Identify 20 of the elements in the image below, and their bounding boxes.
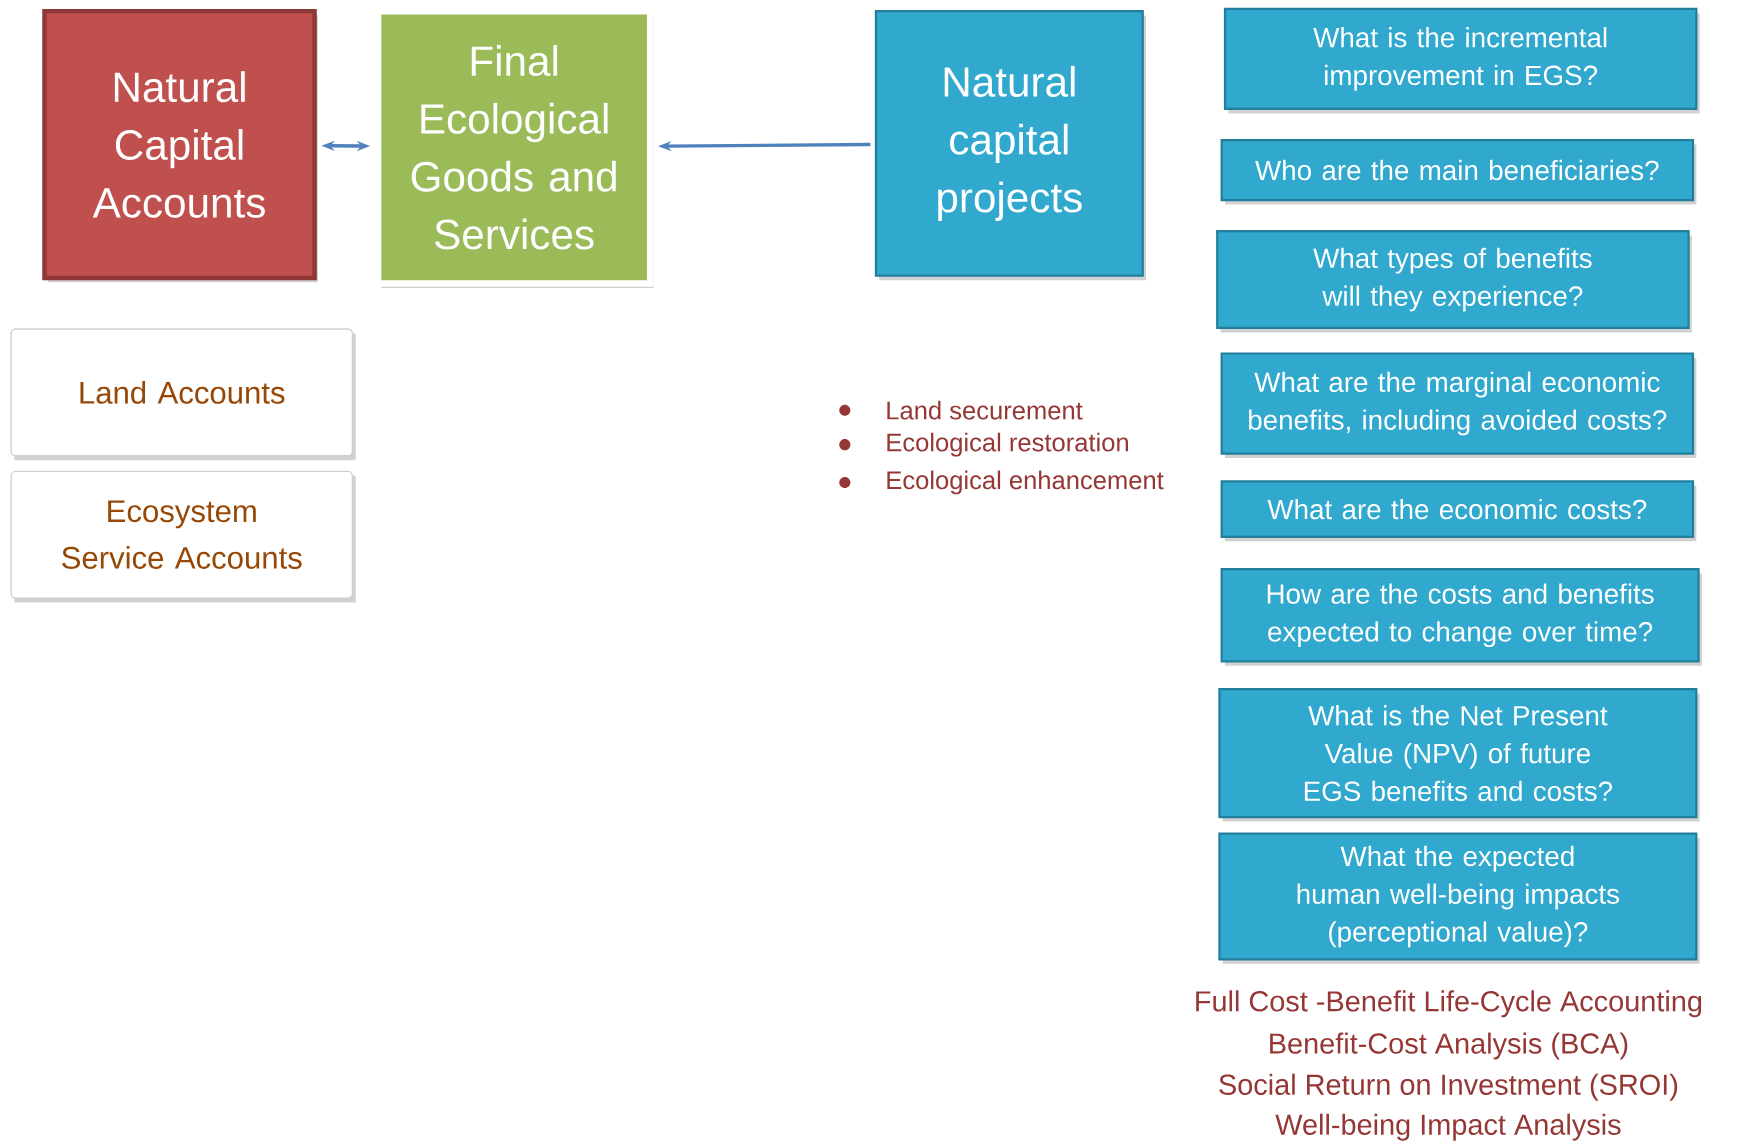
process-box: Natural Capital Accounts	[42, 8, 318, 283]
method-label: Social Return on Investment (SROI)	[1219, 1073, 1678, 1101]
method-label: Full Cost -Benefit Life-Cycle Accounting	[1196, 990, 1702, 1018]
bullet-item: Land securement	[839, 400, 1083, 420]
question-box: How are the costs and benefits expected to change over time?	[1220, 568, 1702, 666]
bullet-item: Ecological enhancement	[839, 470, 1164, 495]
method-label: Benefit-Cost Analysis (BCA)	[1270, 1032, 1628, 1060]
question-box: What the expected human well-being impacts (perceptional value)?	[1218, 832, 1700, 964]
question-box: What is the incremental improvement in EGS?	[1223, 7, 1700, 114]
process-box: Natural capital projects	[874, 10, 1147, 281]
account-box: Ecosystem Service Accounts	[10, 470, 356, 603]
bullet-item: Ecological restoration	[839, 432, 1128, 457]
process-box: Final Ecological Goods and Services	[374, 7, 654, 288]
method-label: Well-being Impact Analysis	[1275, 1113, 1621, 1141]
question-box: What is the Net Present Value (NPV) of future EGS benefits and costs?	[1218, 688, 1700, 822]
account-box: Land Accounts	[10, 328, 356, 461]
question-box: What are the marginal economic benefits, including avoided costs?	[1220, 352, 1697, 459]
question-box: What types of benefits will they experience?	[1216, 230, 1692, 333]
question-box: Who are the main beneficiaries?	[1220, 139, 1697, 205]
question-box: What are the economic costs?	[1220, 480, 1697, 542]
